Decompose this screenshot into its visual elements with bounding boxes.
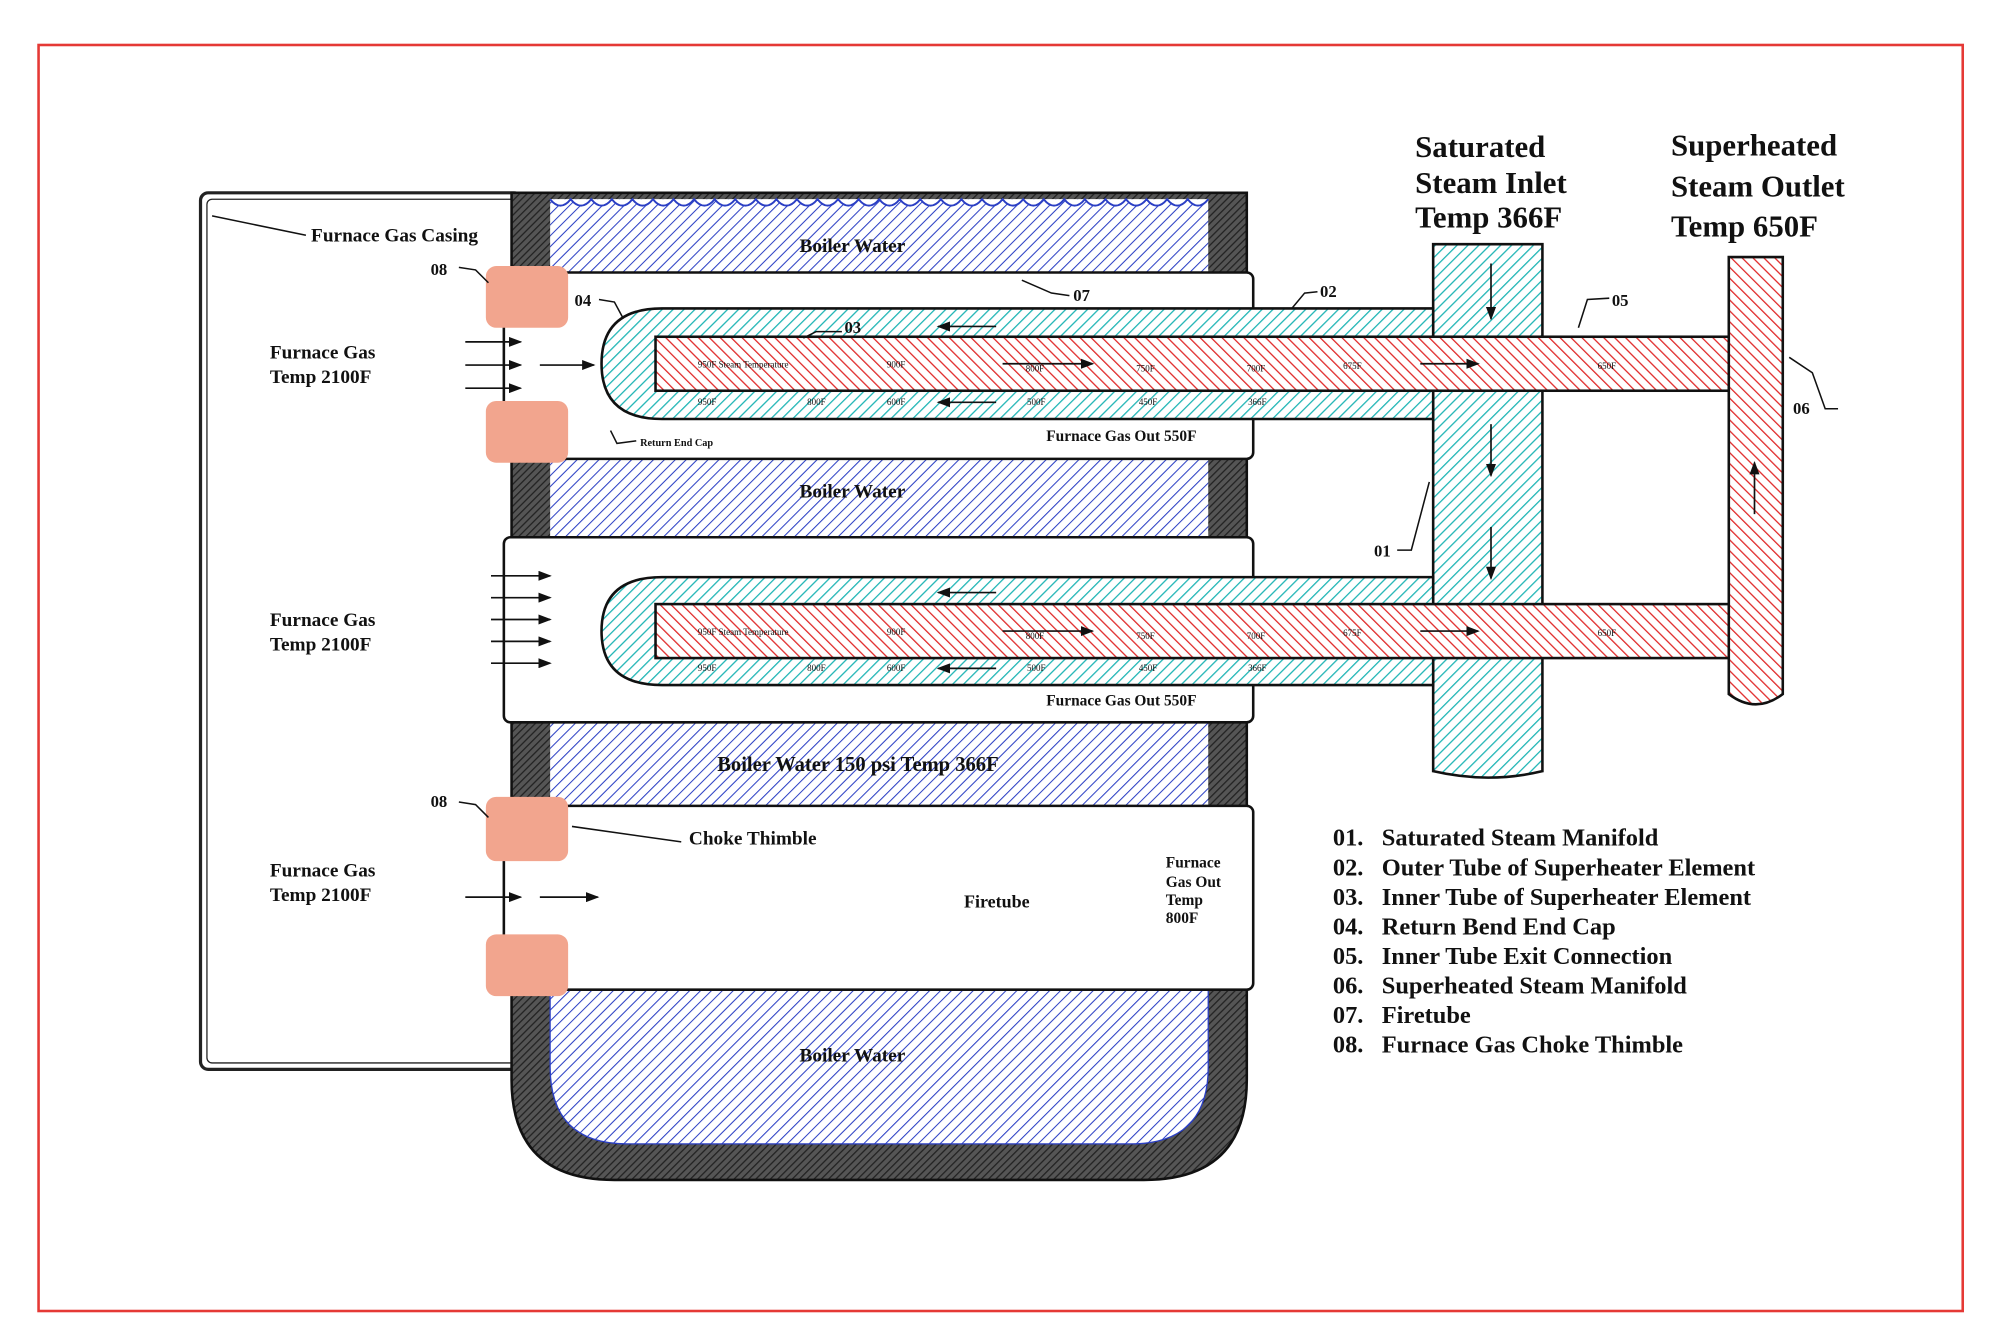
svg-text:650F: 650F [1598, 361, 1616, 371]
flow-arrows [465, 263, 1760, 903]
svg-text:Return Bend End Cap: Return Bend End Cap [1382, 913, 1616, 940]
superheater-element-top [600, 307, 1731, 421]
svg-text:950F Steam Temperature: 950F Steam Temperature [698, 360, 789, 370]
svg-text:600F: 600F [887, 663, 905, 673]
label-boiler-water-main: Boiler Water 150 psi Temp 366F [717, 754, 998, 776]
label-furnace-gas-2b: Temp 2100F [270, 634, 372, 655]
boiler-water-bottom [549, 989, 1209, 1145]
temps-element-bottom: 950F Steam Temperature 900F 800F 750F 70… [698, 627, 1616, 673]
svg-text:700F: 700F [1247, 631, 1265, 641]
svg-text:500F: 500F [1027, 663, 1045, 673]
callout-06: 06 [1793, 399, 1810, 418]
callout-02: 02 [1320, 282, 1337, 301]
title-outlet: Superheated Steam Outlet Temp 650F [1671, 129, 1853, 244]
leader-lines [211, 215, 1839, 843]
svg-text:07.: 07. [1333, 1002, 1364, 1029]
title-inlet: Saturated Steam Inlet Temp 366F [1415, 130, 1574, 235]
svg-text:Firetube: Firetube [1382, 1002, 1471, 1029]
svg-text:900F: 900F [887, 627, 905, 637]
svg-text:02.: 02. [1333, 854, 1364, 881]
svg-text:08.: 08. [1333, 1032, 1364, 1059]
svg-text:Furnace Gas Choke Thimble: Furnace Gas Choke Thimble [1382, 1032, 1683, 1059]
legend: 01. Saturated Steam Manifold 02. Outer Tub… [1333, 825, 1756, 1059]
svg-text:Inner Tube of Superheater Elem: Inner Tube of Superheater Element [1382, 884, 1752, 911]
svg-text:Superheated Steam Manifold: Superheated Steam Manifold [1382, 973, 1688, 1000]
svg-text:500F: 500F [1027, 397, 1045, 407]
svg-text:366F: 366F [1248, 663, 1266, 673]
svg-text:450F: 450F [1139, 663, 1157, 673]
label-boiler-water-1: Boiler Water [799, 236, 905, 257]
callout-04: 04 [575, 291, 592, 310]
label-furnace-gas-3b: Temp 2100F [270, 885, 372, 906]
svg-text:Inner Tube Exit Connection: Inner Tube Exit Connection [1382, 943, 1673, 970]
boiler-water-lower [550, 722, 1209, 806]
callout-08-bottom: 08 [431, 792, 448, 811]
callout-05: 05 [1612, 291, 1629, 310]
svg-text:366F: 366F [1248, 397, 1266, 407]
svg-text:950F: 950F [698, 663, 716, 673]
saturated-steam-manifold [1431, 242, 1544, 779]
label-furnace-gas-2: Furnace Gas [270, 610, 376, 631]
superheated-steam-manifold [1727, 255, 1785, 706]
svg-text:800F: 800F [1026, 363, 1044, 373]
label-return-end-cap: Return End Cap [640, 438, 713, 449]
svg-text:750F: 750F [1136, 631, 1154, 641]
svg-text:700F: 700F [1247, 363, 1265, 373]
label-boiler-water-2: Boiler Water [799, 481, 905, 502]
svg-text:05.: 05. [1333, 943, 1364, 970]
svg-text:650F: 650F [1598, 628, 1616, 638]
svg-text:675F: 675F [1343, 361, 1361, 371]
label-firetube: Firetube [964, 891, 1030, 911]
label-furnace-gas-1b: Temp 2100F [270, 367, 372, 388]
svg-text:900F: 900F [887, 360, 905, 370]
choke-thimble-top [485, 266, 569, 463]
boiler-water-mid [550, 458, 1209, 538]
label-gas-out-800: Furnace Gas Out Temp 800F [1166, 855, 1225, 927]
boiler-water-top [550, 199, 1209, 274]
label-furnace-gas-1: Furnace Gas [270, 343, 376, 364]
temps-element-top: 950F Steam Temperature 900F 800F 750F 70… [698, 360, 1616, 407]
callout-07: 07 [1073, 286, 1090, 305]
svg-text:450F: 450F [1139, 397, 1157, 407]
svg-text:06.: 06. [1333, 973, 1364, 1000]
label-choke-thimble: Choke Thimble [689, 828, 817, 849]
callout-03: 03 [844, 318, 861, 337]
svg-text:675F: 675F [1343, 628, 1361, 638]
frame-border [37, 43, 1965, 1313]
choke-thimble-bottom [485, 796, 569, 997]
svg-text:750F: 750F [1136, 363, 1154, 373]
callout-08-top: 08 [431, 260, 448, 279]
svg-text:950F: 950F [698, 397, 716, 407]
svg-text:01.: 01. [1333, 825, 1364, 852]
svg-text:Saturated Steam Manifold: Saturated Steam Manifold [1382, 825, 1659, 852]
callout-01: 01 [1374, 542, 1391, 561]
svg-text:04.: 04. [1333, 913, 1364, 940]
svg-text:950F Steam Temperature: 950F Steam Temperature [698, 627, 789, 637]
svg-text:800F: 800F [807, 397, 825, 407]
svg-text:800F: 800F [1026, 631, 1044, 641]
svg-text:03.: 03. [1333, 884, 1364, 911]
label-boiler-water-3: Boiler Water [799, 1046, 905, 1067]
svg-text:600F: 600F [887, 397, 905, 407]
label-gas-out-550-top: Furnace Gas Out 550F [1046, 428, 1196, 445]
water-surface [549, 197, 1209, 207]
svg-text:800F: 800F [807, 663, 825, 673]
label-gas-out-550-mid: Furnace Gas Out 550F [1046, 693, 1196, 710]
label-furnace-gas-3: Furnace Gas [270, 861, 376, 882]
label-casing: Furnace Gas Casing [311, 226, 478, 247]
svg-text:Outer Tube of Superheater Elem: Outer Tube of Superheater Element [1382, 854, 1756, 881]
